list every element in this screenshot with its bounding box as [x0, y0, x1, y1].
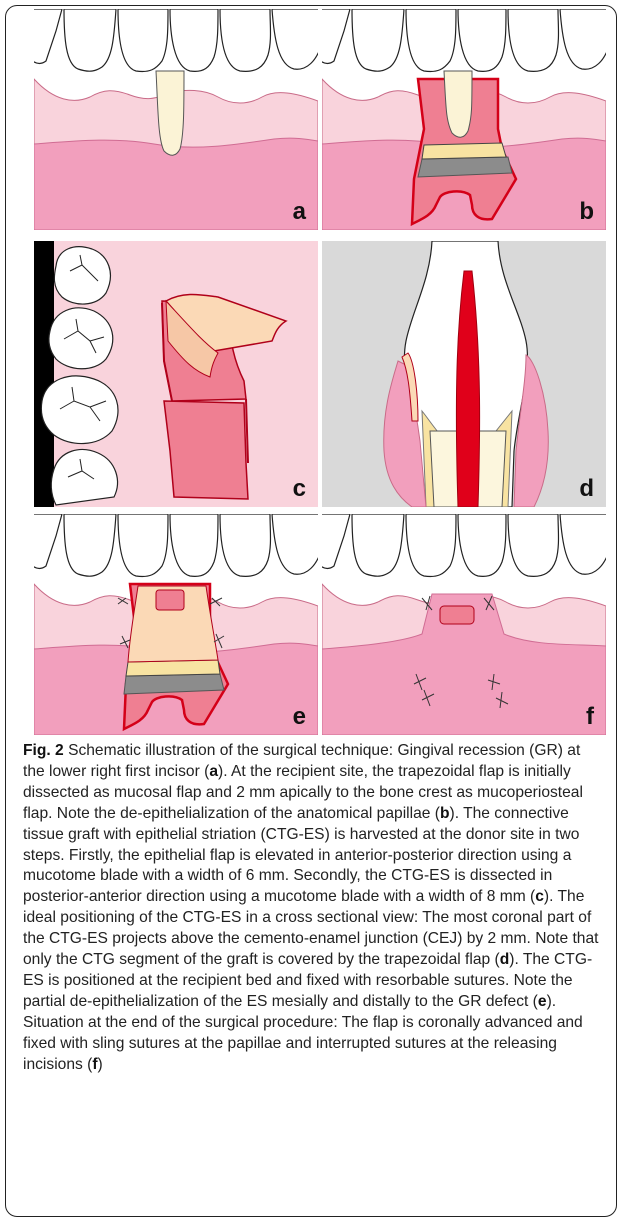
panel-label-d: d	[579, 477, 594, 501]
panel-label-e: e	[293, 705, 306, 729]
panel-c-illustration	[34, 241, 318, 507]
panel-a-illustration	[34, 9, 318, 230]
panel-d-illustration	[322, 241, 606, 507]
panel-f-illustration	[322, 514, 606, 735]
caption-text-segment: )	[98, 1056, 103, 1073]
figure-caption-body: Schematic illustration of the surgical t…	[23, 742, 598, 1073]
figure-caption: Fig. 2 Schematic illustration of the sur…	[23, 741, 603, 1076]
panel-c: c	[34, 241, 318, 507]
caption-panel-ref: a	[209, 763, 218, 780]
panel-b-illustration	[322, 9, 606, 230]
panel-e: e	[34, 514, 318, 735]
panel-d: d	[322, 241, 606, 507]
panel-label-b: b	[579, 200, 594, 224]
panel-label-c: c	[293, 477, 306, 501]
panel-label-a: a	[293, 200, 306, 224]
panel-label-f: f	[586, 705, 594, 729]
panel-e-illustration	[34, 514, 318, 735]
panel-a: a	[34, 9, 318, 230]
figure-caption-prefix: Fig. 2	[23, 742, 64, 759]
panel-b: b	[322, 9, 606, 230]
caption-panel-ref: d	[500, 951, 510, 968]
caption-panel-ref: b	[440, 805, 450, 822]
caption-panel-ref: c	[535, 888, 544, 905]
caption-panel-ref: e	[538, 993, 547, 1010]
panel-f: f	[322, 514, 606, 735]
